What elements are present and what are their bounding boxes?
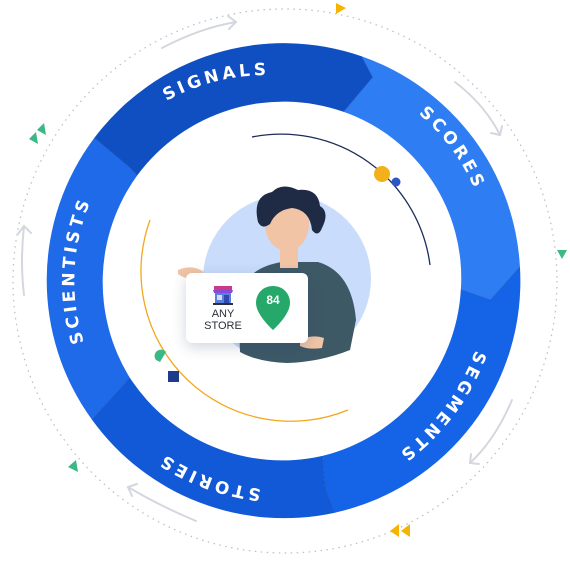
orbit-markers	[29, 3, 567, 537]
segment-stories	[92, 378, 335, 519]
green-leaf	[154, 349, 166, 362]
segment-segments	[322, 267, 521, 513]
navy-square	[168, 371, 179, 382]
triangle-marker	[37, 123, 46, 135]
segment-scores	[343, 56, 520, 301]
inner-arc-navy	[251, 133, 431, 266]
orange-dot	[374, 166, 390, 182]
triangle-marker	[68, 460, 78, 472]
store-name: ANY STORE	[204, 308, 242, 332]
ring-segments	[46, 43, 521, 519]
avatar-hair	[256, 186, 326, 234]
triangle-marker	[557, 250, 567, 259]
storefront-icon	[213, 286, 233, 305]
segment-scientists	[46, 137, 138, 420]
store-card: ANY STORE 84	[186, 273, 308, 343]
store-score: 84	[266, 293, 280, 307]
segment-signals	[94, 43, 373, 176]
triangle-marker	[401, 524, 410, 537]
flow-arrows	[17, 15, 513, 522]
inner-arc-orange	[140, 219, 349, 422]
location-pin-icon	[256, 286, 290, 330]
triangle-marker	[390, 524, 399, 537]
blue-dot	[391, 177, 401, 187]
triangle-marker	[336, 3, 346, 14]
outer-dotted-orbit	[12, 8, 558, 554]
triangle-marker	[29, 132, 38, 144]
